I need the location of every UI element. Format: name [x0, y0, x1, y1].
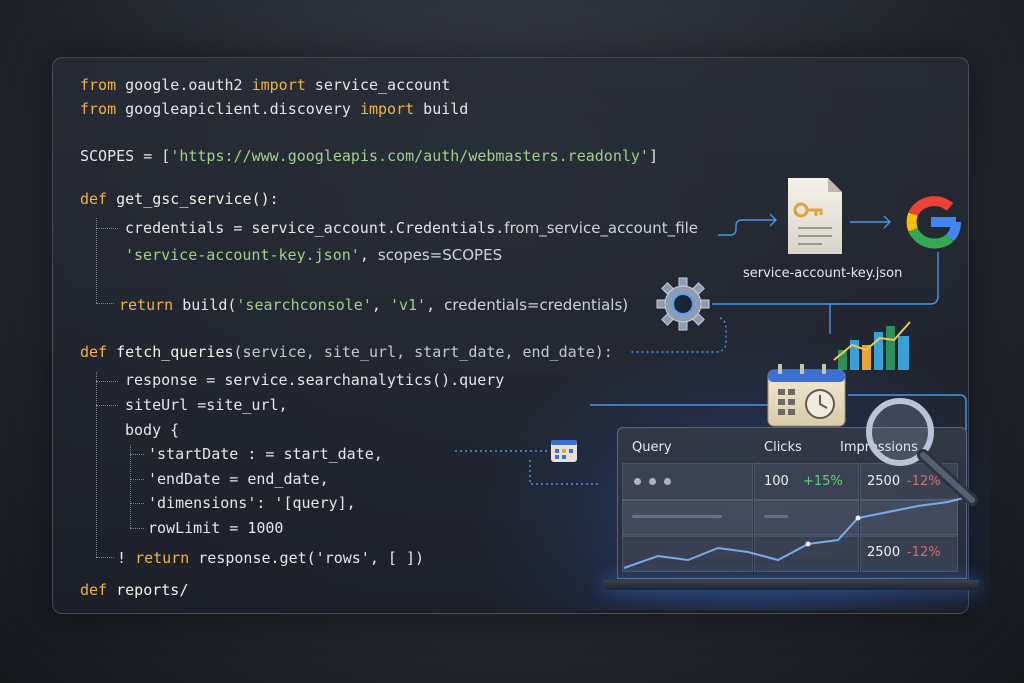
code-line-import-build: from googleapiclient.discovery import bu…	[80, 100, 469, 118]
connector-to-key-file	[718, 219, 775, 236]
indent-guide	[130, 503, 144, 504]
clicks-placeholder-bar	[764, 515, 788, 518]
indent-guide	[96, 381, 118, 382]
table-row[interactable]: 100 +15% 2500 -12%	[622, 463, 958, 501]
bar-chart-icon	[833, 321, 911, 370]
query-placeholder-dot	[649, 478, 656, 485]
column-header-impressions: Impressions	[840, 440, 918, 455]
table-cell	[622, 499, 753, 537]
magnifier-icon	[866, 398, 978, 506]
column-header-clicks: Clicks	[764, 440, 802, 455]
table-row[interactable]	[622, 499, 958, 537]
table-cell	[860, 534, 958, 572]
indent-guide	[96, 228, 118, 229]
table-cell	[622, 534, 753, 572]
arrow-head	[883, 215, 891, 229]
indent-guide	[96, 303, 114, 304]
code-line-def-fetch-queries: def fetch_queries(service, site_url, sta…	[80, 343, 613, 361]
impressions-delta: -12%	[907, 545, 941, 560]
code-line-key-file-arg: 'service-account-key.json', scopes=SCOPE…	[125, 246, 503, 264]
impressions-value: 2500	[867, 545, 901, 560]
code-line-dimensions: 'dimensions': '[query],	[148, 494, 356, 512]
code-line-body: body {	[125, 421, 180, 439]
indent-guide	[130, 479, 144, 480]
key-file-caption: service-account-key.json	[743, 266, 903, 281]
code-line-def-reports: def reports/	[80, 581, 189, 599]
code-line-return-rows: ! return response.get('rows', [ ])	[117, 549, 425, 567]
key-file-icon	[788, 178, 842, 254]
code-line-def-get-gsc-service: def get_gsc_service():	[80, 190, 279, 208]
code-line-start-date: 'startDate : = start_date,	[148, 445, 383, 463]
code-line-row-limit: rowLimit = 1000	[148, 519, 284, 537]
indent-guide	[130, 454, 144, 455]
impressions-delta: -12%	[907, 474, 941, 489]
laptop-base	[603, 580, 979, 590]
indent-guide	[130, 528, 144, 529]
code-line-end-date: 'endDate = end_date,	[148, 470, 329, 488]
indent-guide	[96, 557, 114, 558]
arrow-head	[769, 213, 777, 227]
query-placeholder-dot	[634, 478, 641, 485]
table-cell	[754, 534, 859, 572]
query-placeholder-bar	[632, 515, 722, 518]
mini-calendar-icon	[551, 440, 577, 462]
code-line-import-service-account: from google.oauth2 import service_accoun…	[80, 76, 451, 94]
indent-guide	[96, 405, 118, 406]
indent-guide	[96, 372, 97, 557]
query-placeholder-dot	[664, 478, 671, 485]
code-line-site-url: siteUrl =site_url,	[125, 396, 288, 414]
connector-to-table	[529, 460, 600, 485]
table-cell	[622, 463, 753, 501]
connector-to-laptop	[848, 394, 967, 430]
impressions-value: 2500	[867, 474, 901, 489]
google-logo-icon	[906, 196, 962, 249]
connector-google-to-gear	[712, 252, 939, 305]
indent-guide	[96, 218, 97, 303]
clicks-delta: +15%	[803, 474, 843, 489]
code-line-return-build: return build('searchconsole', 'v1', cred…	[119, 296, 629, 314]
gear-icon	[656, 277, 710, 331]
connector-to-fetch	[630, 317, 727, 353]
code-line-scopes: SCOPES = ['https://www.googleapis.com/au…	[80, 147, 658, 165]
trend-line	[623, 497, 964, 569]
results-screen: Query Clicks Impressions 100 +15% 2500 -…	[617, 427, 967, 579]
code-line-response-query: response = service.searchanalytics().que…	[125, 371, 505, 389]
table-row[interactable]: 2500 -12%	[622, 534, 958, 572]
connector-lines	[455, 213, 967, 485]
calendar-clock-icon	[767, 364, 846, 427]
indent-guide	[130, 445, 131, 528]
column-header-query: Query	[632, 440, 672, 455]
code-line-credentials: credentials = service_account.Credential…	[125, 219, 699, 237]
clicks-value: 100	[764, 474, 789, 489]
